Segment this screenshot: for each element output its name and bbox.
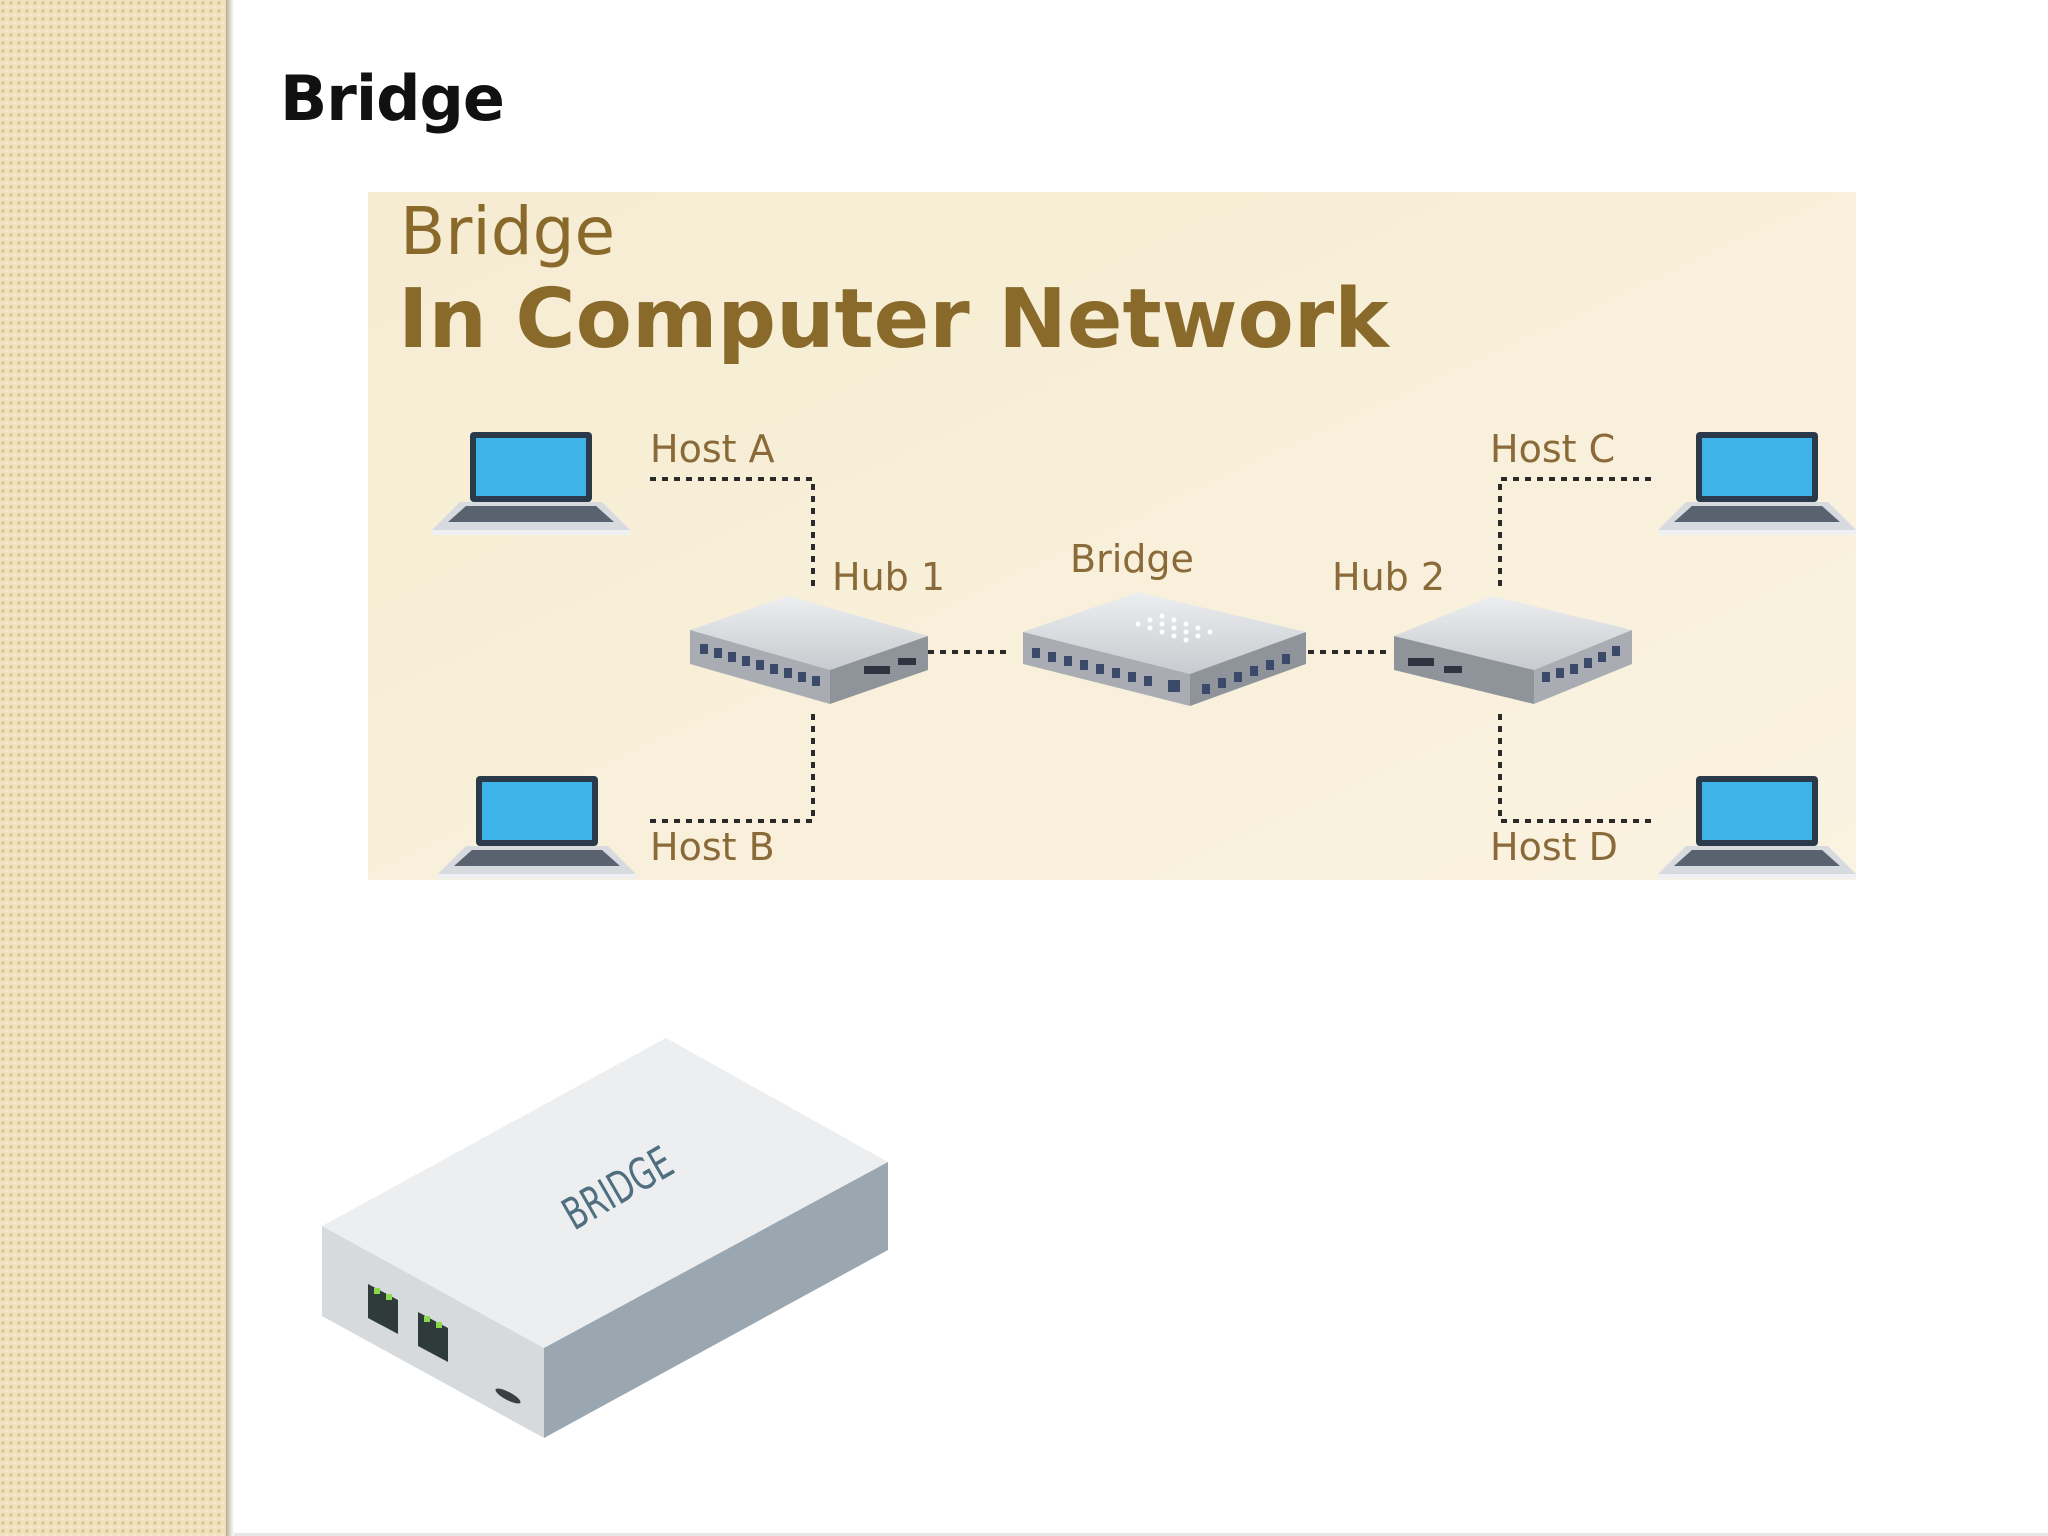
bridge-vent-pattern [1135,613,1213,643]
slide-title: Bridge [280,62,505,135]
diagram-heading-bridge: Bridge [400,193,615,270]
line-host-c-hub2 [1498,477,1651,590]
hub-1-device [690,596,928,704]
slide-bottom-border [234,1533,2048,1536]
bridge-device [1023,592,1306,706]
label-host-d: Host D [1490,825,1618,869]
laptop-icon [438,776,636,879]
side-strip-shadow [226,0,234,1536]
label-hub-1: Hub 1 [832,555,945,599]
ethernet-port-icon [368,1284,398,1334]
line-host-d-hub2 [1498,712,1651,823]
power-port-icon [495,1388,521,1404]
laptop-icon [1658,432,1856,535]
connection-lines [650,477,1651,823]
bridge-hardware-illustration: BRIDGE [316,1036,916,1456]
device-side-face [544,1162,888,1438]
laptop-icon [1658,776,1856,879]
label-bridge: Bridge [1070,537,1194,581]
label-host-c: Host C [1490,427,1615,471]
diagram-heading-network: In Computer Network [398,272,1391,367]
ethernet-port-icon [418,1312,448,1362]
diagram-background [368,192,1856,880]
bridge-network-diagram: Bridge In Computer Network [368,192,1856,880]
label-hub-2: Hub 2 [1332,555,1445,599]
laptop-icon [432,432,630,535]
hub-2-device [1394,596,1632,704]
device-top-face [322,1038,888,1348]
label-host-b: Host B [650,825,775,869]
label-host-a: Host A [650,427,775,471]
decorative-side-strip [0,0,226,1536]
